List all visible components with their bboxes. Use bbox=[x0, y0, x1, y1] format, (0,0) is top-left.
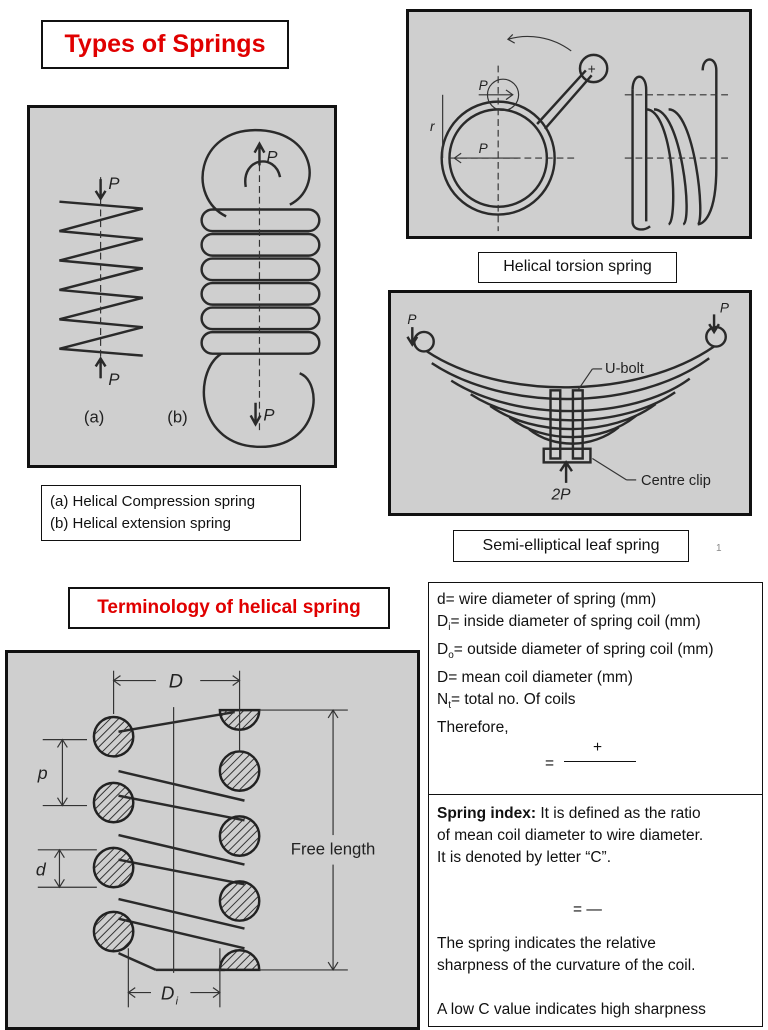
label-a: (a) bbox=[84, 407, 104, 426]
di-label: D bbox=[161, 982, 175, 1003]
spring-index-line2: of mean coil diameter to wire diameter. bbox=[437, 827, 704, 844]
extension-top-hook bbox=[201, 128, 311, 218]
page-number: 1 bbox=[716, 543, 722, 554]
spring-index-line3: It is denoted by letter “C”. bbox=[437, 849, 612, 866]
torsion-spring-figure: + P P r bbox=[406, 9, 752, 239]
torsion-caption: Helical torsion spring bbox=[478, 252, 677, 283]
def-therefore: Therefore, bbox=[437, 719, 509, 737]
label-b: (b) bbox=[167, 407, 187, 426]
extension-top-p-label: P bbox=[266, 147, 277, 166]
leaf-left-p-label: P bbox=[407, 312, 416, 327]
extension-bottom-p-label: P bbox=[263, 405, 274, 424]
def-nt: Nt= total no. Of coils bbox=[437, 691, 576, 712]
svg-text:+: + bbox=[588, 61, 596, 76]
free-length-label: Free length bbox=[291, 840, 376, 859]
leaf-spring-figure: P P U-bolt Centre clip 2P bbox=[388, 290, 752, 516]
torsion-r-label: r bbox=[430, 119, 435, 134]
def-d: d= wire diameter of spring (mm) bbox=[437, 591, 657, 608]
low-c-line: A low C value indicates high sharpness bbox=[437, 1001, 706, 1018]
spring-index-line1: Spring index: It is defined as the ratio bbox=[437, 805, 701, 822]
def-di: Di= inside diameter of spring coil (mm) bbox=[437, 613, 701, 634]
compression-extension-caption: (a) Helical Compression spring (b) Helic… bbox=[41, 485, 301, 541]
centre-clip-label: Centre clip bbox=[641, 473, 711, 489]
terminology-figure: D Free length p d D i bbox=[5, 650, 420, 1030]
two-p-label: 2P bbox=[551, 486, 572, 503]
torsion-top-p-label: P bbox=[479, 78, 488, 93]
pitch-label: p bbox=[37, 763, 48, 783]
extension-caption: (b) Helical extension spring bbox=[50, 515, 231, 532]
torsion-mid-p-label: P bbox=[479, 141, 488, 156]
di-sub-label: i bbox=[176, 995, 179, 1007]
compression-top-p-label: P bbox=[108, 174, 119, 193]
compression-caption: (a) Helical Compression spring bbox=[50, 493, 256, 510]
extension-bottom-hook bbox=[202, 352, 315, 449]
sharpness-line1: The spring indicates the relative bbox=[437, 935, 656, 952]
u-bolt-label: U-bolt bbox=[605, 361, 644, 377]
spring-index-section: Spring index: It is defined as the ratio… bbox=[429, 795, 762, 1029]
compression-extension-figure: P P (a) P P (b) bbox=[27, 105, 337, 468]
wire-d-label: d bbox=[36, 859, 47, 879]
d-mean-label: D bbox=[169, 670, 183, 692]
def-do: Do= outside diameter of spring coil (mm) bbox=[437, 641, 714, 662]
spring-index-formula: = — bbox=[573, 901, 602, 918]
compression-bottom-p-label: P bbox=[108, 370, 119, 389]
sharpness-line2: sharpness of the curvature of the coil. bbox=[437, 957, 696, 974]
terminology-panel: d= wire diameter of spring (mm) Di= insi… bbox=[428, 582, 763, 1027]
definitions-section: d= wire diameter of spring (mm) Di= insi… bbox=[429, 583, 762, 795]
types-title: Types of Springs bbox=[41, 20, 289, 69]
terminology-title: Terminology of helical spring bbox=[68, 587, 390, 629]
def-mean-d: D= mean coil diameter (mm) bbox=[437, 669, 633, 687]
leaf-caption: Semi-elliptical leaf spring bbox=[453, 530, 689, 562]
formula-nt: = + bbox=[437, 739, 754, 779]
leaf-right-p-label: P bbox=[720, 300, 729, 315]
